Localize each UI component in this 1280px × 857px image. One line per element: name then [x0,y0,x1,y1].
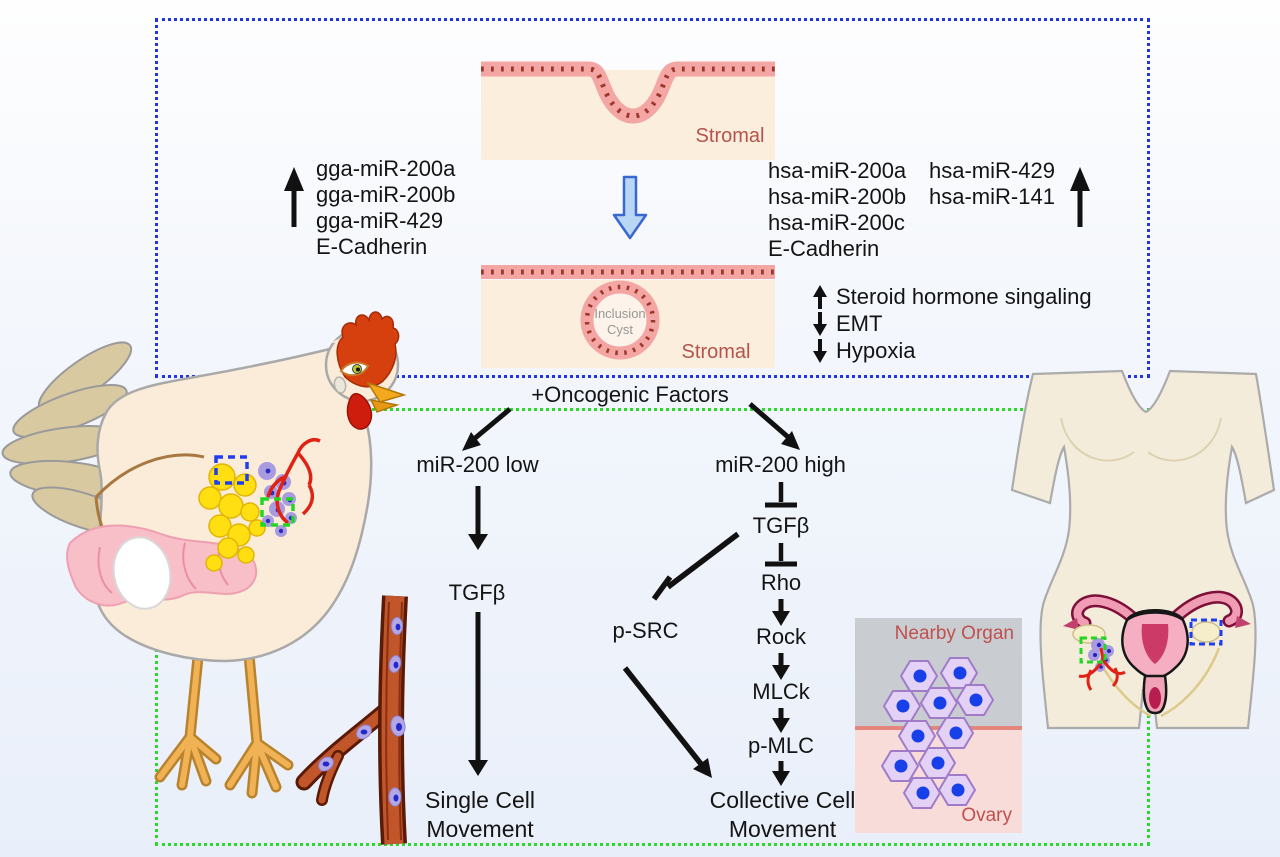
ovary-metastasis-inset: Nearby Organ Ovary [855,618,1022,833]
gga-mirna-item: gga-miR-429 [316,208,444,233]
collective-cell-line2: Movement [728,816,837,842]
hsa-mirna-item: hsa-miR-141 [929,184,1055,209]
hsa-mirna-item: E-Cadherin [768,236,880,261]
uterine-cavity [1141,624,1169,664]
arrow-tgfb-to-singlecell [468,612,488,776]
arrow-pmlc-to-collective [772,761,790,786]
arrow-oncogenic-to-mir200low [462,407,512,451]
arrow-mlck-to-pmlc [772,708,790,733]
blood-vessel-illustration [295,595,408,845]
human-torso-illustration [1010,369,1276,730]
inclusion-cyst-label-line2: Cyst [607,322,633,337]
fimbria-right [1235,616,1251,628]
fimbria-left [1063,618,1079,630]
inclusion-cyst-illustration: Inclusion Cyst Stromal [481,265,775,368]
regulation-row: Steroid hormone singaling [812,283,1092,310]
arrow-rock-to-mlck [772,653,790,680]
egg [112,536,172,610]
ovary-label: Ovary [961,805,1012,826]
chicken-legs [154,627,294,799]
organ-boundary-line [855,726,1022,730]
gga-up-arrow [284,167,304,227]
cyst-nuclei-dots [584,284,656,356]
gga-mirna-item: gga-miR-200a [316,156,456,181]
regulation-row: Hypoxia [812,337,1092,364]
gga-mirna-item: E-Cadherin [316,234,428,259]
arrow-mir200low-to-tgfb [468,486,488,550]
tumor-vasculature [266,438,321,525]
vaginal-canal [1149,687,1161,709]
regulation-label: Steroid hormone singaling [836,283,1092,309]
collective-cell-movement-label: Collective Cell Movement [680,786,885,844]
tumor-vasculature [1078,647,1126,691]
single-cell-movement-label: Single Cell Movement [390,786,570,844]
ear-lobe [333,376,347,394]
nearby-organ-label: Nearby Organ [894,623,1014,644]
normal-epithelium-illustration: Stromal [481,61,775,160]
inhibition-tgfb-to-psrc [651,531,740,601]
hsa-mirna-item: hsa-miR-429 [929,158,1055,183]
stromal-label: Stromal [696,125,765,147]
breast-contours [1060,417,1222,462]
pupil [356,367,360,372]
collective-cell-line1: Collective Cell [709,787,856,813]
green-highlight-rect [260,497,295,527]
gga-mirna-list: gga-miR-200a gga-miR-200b gga-miR-429 E-… [316,156,455,260]
hsa-mirna-list-col1: hsa-miR-200a hsa-miR-200b hsa-miR-200c E… [768,158,906,262]
down-arrow-icon [813,338,827,363]
hsa-up-arrow [1070,167,1090,227]
beak-upper [366,381,407,403]
rho-label: Rho [760,570,802,595]
fallopian-tubes [1071,590,1243,630]
mir200-low-label: miR-200 low [416,452,539,477]
regulation-list: Steroid hormone singaling EMT Hypoxia [812,283,1092,364]
blue-highlight-rect [1189,618,1223,646]
inhibition-mir200high-to-tgfb [765,482,797,508]
wattle [346,393,373,430]
hsa-mirna-item: hsa-miR-200b [768,184,907,209]
regulation-label: Hypoxia [836,337,916,363]
regulation-label: EMT [836,310,883,336]
hsa-mirna-item: hsa-miR-200c [768,210,905,235]
tgfb-right-label: TGFβ [752,513,810,538]
tgfb-left-label: TGFβ [448,580,506,605]
hsa-mirna-item: hsa-miR-200a [768,158,907,183]
stromal-label: Stromal [682,341,751,363]
inclusion-cyst-label-line1: Inclusion [594,306,645,321]
mlck-label: MLCk [752,679,810,704]
right-ovary [1191,621,1221,643]
fundus-line [1126,611,1184,622]
arrow-rho-to-rock [772,599,790,626]
tumor-cell-cluster [880,657,995,809]
rock-label: Rock [755,624,807,649]
arrow-oncogenic-to-mir200high [748,402,800,450]
inhibition-tgfb-to-rho [765,543,797,567]
blue-highlight-rect [214,455,249,485]
regulation-row: EMT [812,310,1092,337]
green-highlight-rect [1079,636,1107,664]
psrc-label: p-SRC [612,618,679,643]
down-arrow-icon [813,311,827,336]
hsa-mirna-list-col2: hsa-miR-429 hsa-miR-141 [929,158,1055,210]
up-arrow-icon [813,284,827,309]
pmlc-label: p-MLC [747,733,814,758]
single-cell-line2: Movement [426,816,534,842]
beak-lower [369,398,400,413]
oncogenic-factors-label: +Oncogenic Factors [531,382,729,407]
single-cell-line1: Single Cell [425,787,535,813]
top-panel-border [155,18,1150,378]
chicken-illustration [1,311,407,799]
arrow-psrc-to-collective [622,666,712,778]
mir200-high-label: miR-200 high [715,452,846,477]
transition-down-arrow [612,175,648,240]
gga-mirna-item: gga-miR-200b [316,182,456,207]
cell-nuclei-dots [481,66,775,119]
